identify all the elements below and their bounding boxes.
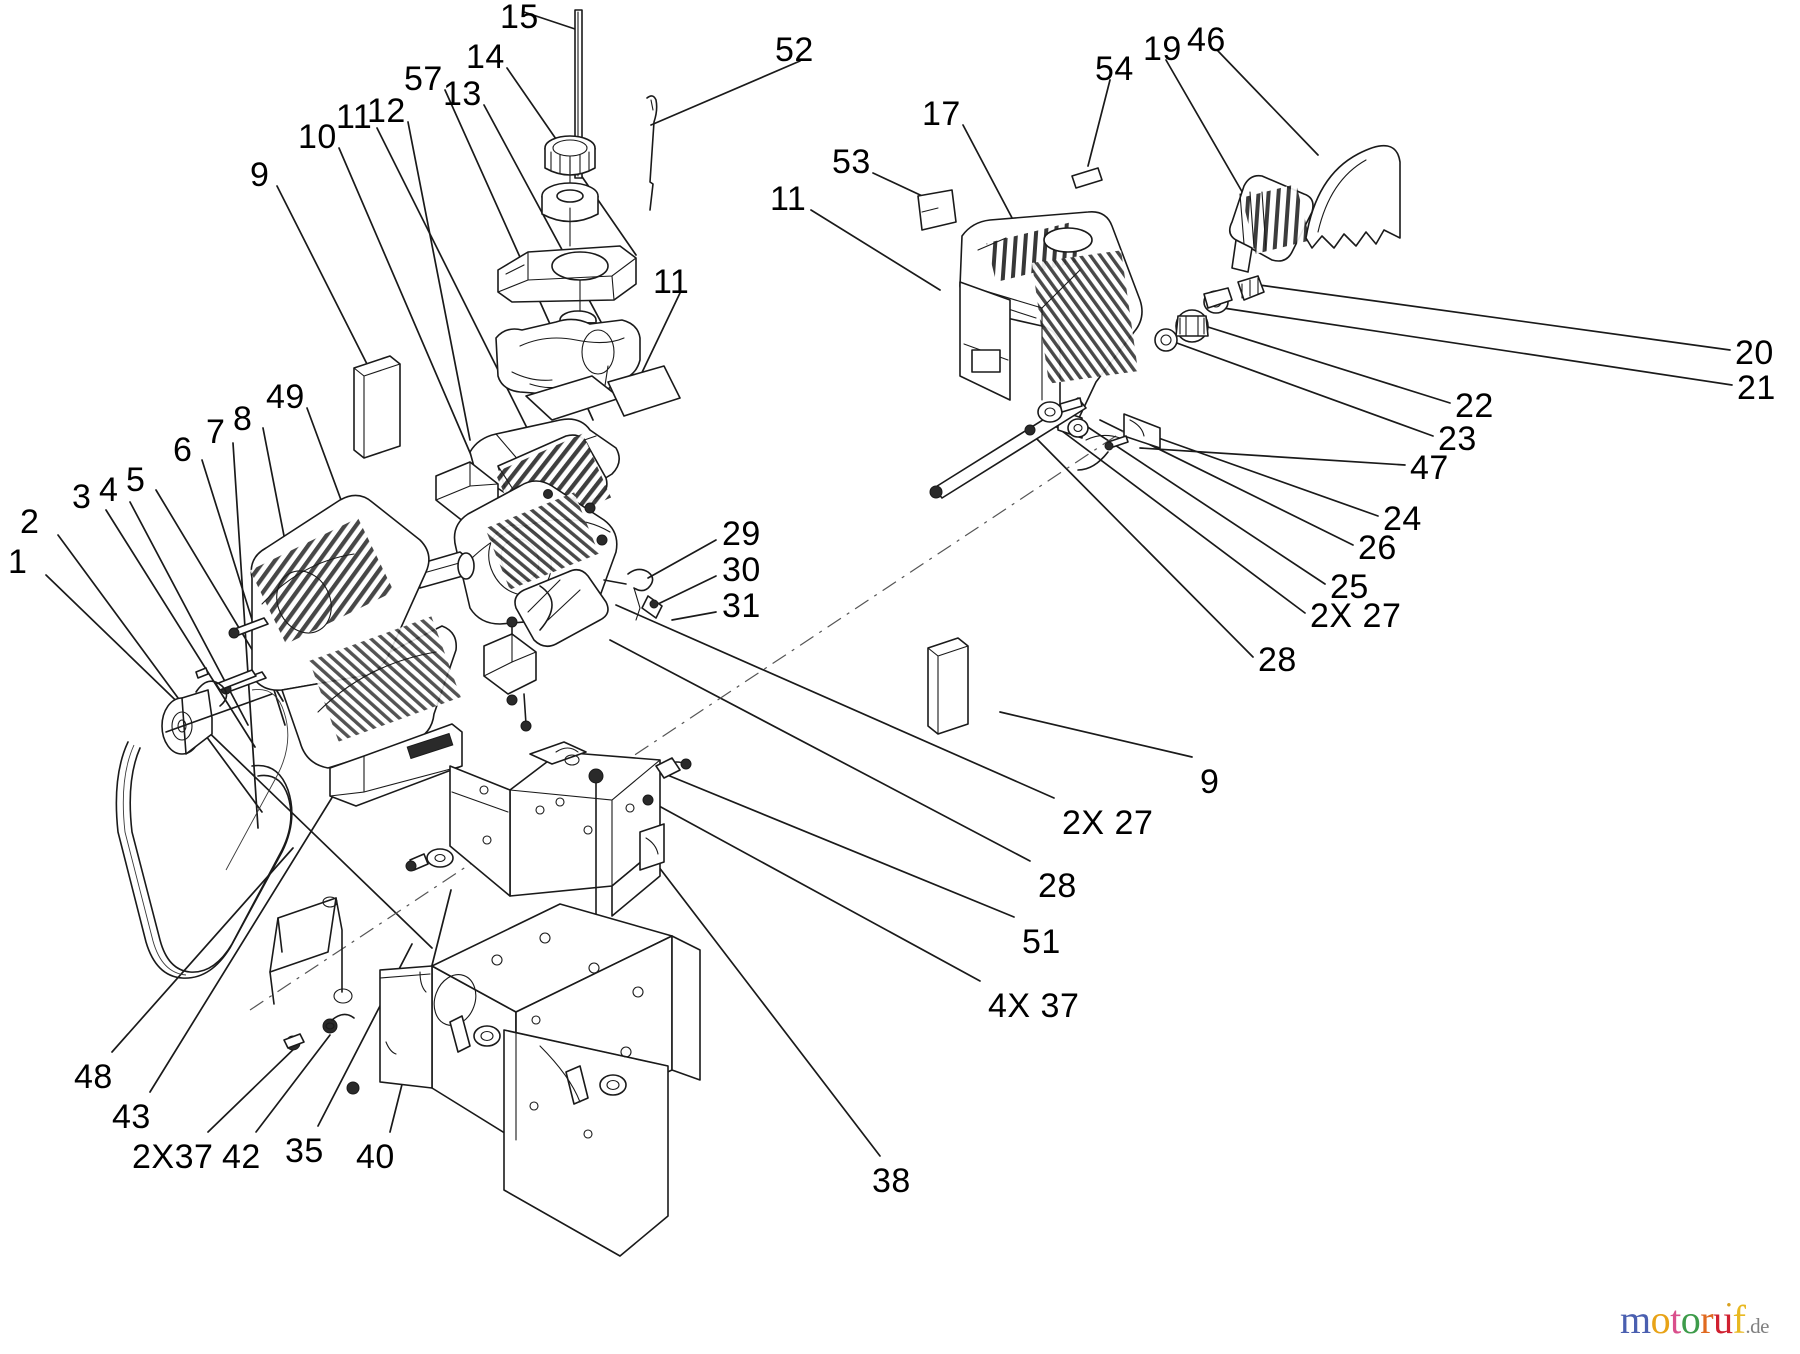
callout-42: 42	[222, 1138, 261, 1176]
callout-14: 14	[466, 38, 505, 76]
part-small-fasteners	[283, 1018, 360, 1095]
parts-artwork	[115, 9, 1401, 1257]
part-fuel-tank-10	[495, 318, 641, 399]
motoruf-watermark: • motoruf.de	[1620, 1296, 1769, 1343]
callout-11-c: 11	[770, 180, 807, 218]
part-decal-53	[917, 189, 957, 231]
callout-23: 23	[1438, 420, 1477, 458]
part-gasket-plate-11b	[607, 365, 681, 417]
part-pulley-and-belt	[115, 667, 293, 979]
part-bolts-6-7	[220, 617, 269, 695]
callout-12: 12	[367, 92, 406, 130]
callout-21: 21	[1737, 369, 1776, 407]
callout-31: 31	[722, 587, 761, 625]
callout-10: 10	[298, 118, 337, 156]
callout-13: 13	[443, 75, 482, 113]
part-tank-upper-12	[497, 245, 637, 313]
callout-2x27-b: 2X 27	[1062, 804, 1154, 842]
part-gasket-ring-13	[541, 182, 599, 247]
callout-11-b: 11	[653, 263, 690, 301]
callout-28-a: 28	[1258, 641, 1297, 679]
callout-24: 24	[1383, 500, 1422, 538]
part-axle-hardware	[929, 275, 1265, 499]
callout-46: 46	[1187, 21, 1226, 59]
callout-26: 26	[1358, 529, 1397, 567]
part-decal-54	[1071, 167, 1103, 189]
callout-2x27-a: 2X 27	[1310, 597, 1402, 635]
callout-47: 47	[1410, 449, 1449, 487]
part-clip-52	[646, 95, 658, 211]
watermark-letter-f: f	[1732, 1297, 1746, 1342]
part-throttle-linkage	[603, 568, 663, 621]
callout-49: 49	[266, 378, 305, 416]
callout-25: 25	[1330, 568, 1369, 606]
callout-22: 22	[1455, 387, 1494, 425]
callout-20: 20	[1735, 334, 1774, 372]
callout-30: 30	[722, 551, 761, 589]
part-block-9-left	[353, 355, 401, 459]
part-washer-bolt-35-40	[405, 848, 454, 872]
callout-3: 3	[72, 478, 92, 516]
callout-43: 43	[112, 1098, 151, 1136]
watermark-suffix: .de	[1745, 1314, 1769, 1338]
callout-4: 4	[99, 471, 119, 509]
callout-29: 29	[722, 515, 761, 553]
callout-2: 2	[20, 503, 40, 541]
callout-19: 19	[1143, 30, 1182, 68]
callout-5: 5	[126, 461, 146, 499]
part-deflector-46	[1305, 144, 1401, 249]
callout-11-a: 11	[336, 98, 373, 136]
callout-7: 7	[206, 413, 226, 451]
callout-54: 54	[1095, 50, 1134, 88]
part-fuel-cap-14	[544, 135, 596, 201]
callout-38: 38	[872, 1162, 911, 1200]
callout-52: 52	[775, 31, 814, 69]
callout-9: 9	[250, 156, 270, 194]
watermark-letter-u: u	[1713, 1297, 1733, 1342]
part-console-17	[959, 210, 1161, 449]
part-belt-guard-48	[269, 896, 353, 1005]
callout-57: 57	[404, 60, 443, 98]
callout-40: 40	[356, 1138, 395, 1176]
callout-17: 17	[922, 95, 961, 133]
watermark-dot: •	[1726, 1298, 1731, 1314]
callout-48: 48	[74, 1058, 113, 1096]
callout-8: 8	[233, 400, 253, 438]
callout-53: 53	[832, 143, 871, 181]
part-spacer-5	[215, 669, 257, 691]
watermark-letter-r: r	[1700, 1297, 1714, 1342]
callout-15: 15	[500, 0, 539, 36]
callout-1: 1	[8, 543, 28, 581]
callout-51: 51	[1022, 923, 1061, 961]
callout-6: 6	[173, 431, 193, 469]
callout-28-b: 28	[1038, 867, 1077, 905]
watermark-letter-o2: o	[1680, 1297, 1701, 1342]
part-engine-assembly	[411, 418, 663, 732]
part-keeper-42	[331, 1013, 355, 1021]
callout-4x37: 4X 37	[988, 987, 1080, 1025]
part-grip-19	[1228, 174, 1314, 273]
part-block-9-right	[927, 637, 969, 735]
part-engine-shroud-8	[215, 494, 463, 807]
watermark-letter-o1: o	[1650, 1297, 1671, 1342]
part-frame-chassis-38	[379, 741, 701, 1257]
watermark-letter-m: m	[1620, 1297, 1651, 1342]
callout-35: 35	[285, 1132, 324, 1170]
callout-2x37: 2X37	[132, 1138, 214, 1176]
watermark-letter-t: t	[1670, 1297, 1681, 1342]
part-rod-51	[642, 757, 692, 806]
callout-9-b: 9	[1200, 763, 1220, 801]
